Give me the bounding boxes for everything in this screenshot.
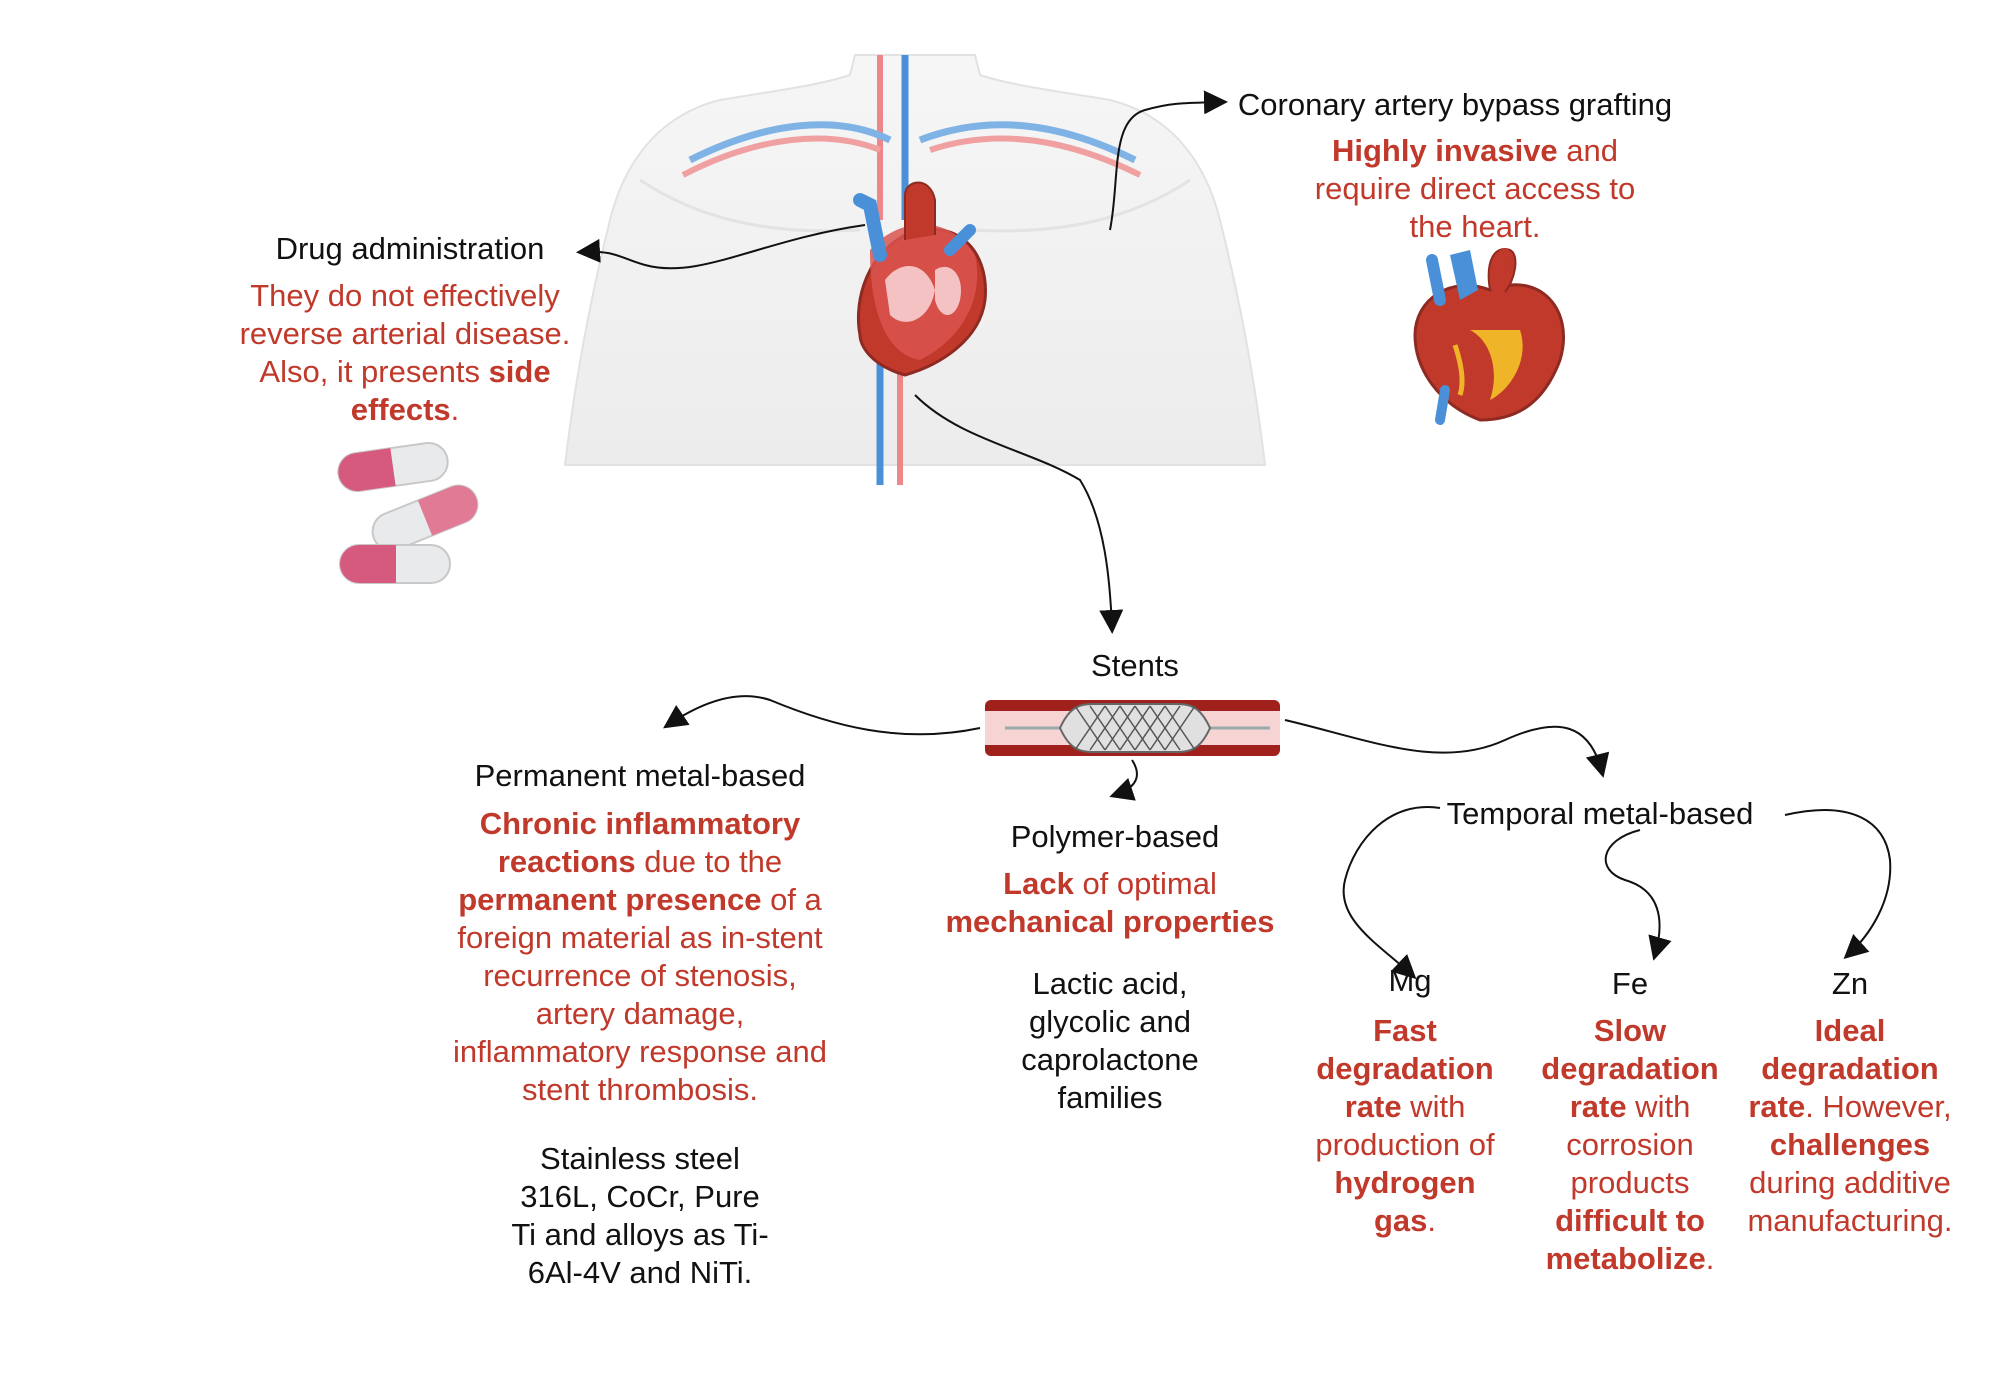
mg-title: Mg [1388, 963, 1432, 998]
arrow-to-polymer [1109, 759, 1138, 801]
zn-desc-bold-2: challenges [1769, 1127, 1931, 1162]
polymer-title: Polymer-based [1010, 819, 1220, 854]
mg-desc-bold-2: hydrogen gas [1334, 1165, 1476, 1238]
drug-desc-text: They do not effectively reverse arterial… [239, 278, 571, 389]
fe-desc-bold-2: difficult to metabolize [1545, 1203, 1706, 1276]
permanent-materials: Stainless steel 316L, CoCr, Pure Ti and … [511, 1141, 769, 1290]
fe-title: Fe [1611, 966, 1649, 1001]
fe-desc-text-1: with corrosion products [1566, 1089, 1694, 1200]
permanent-title: Permanent metal-based [474, 758, 806, 793]
arrow-to-drug [576, 224, 866, 270]
polymer-desc-text: of optimal [1073, 866, 1217, 901]
arrow-to-zn [1784, 809, 1892, 960]
polymer-desc-bold-1: Lack [1003, 866, 1074, 901]
fe-description: Slow degradation rate with corrosion pro… [1530, 1012, 1730, 1278]
permanent-desc-text-1: due to the [635, 844, 783, 879]
drug-title: Drug administration [275, 231, 545, 266]
permanent-desc-text-2: of a foreign material as in-stent recurr… [453, 882, 827, 1107]
mg-description: Fast degradation rate with production of… [1310, 1012, 1500, 1240]
zn-desc-bold-1: Ideal degradation rate [1748, 1013, 1939, 1124]
permanent-desc-bold-1: Chronic inflammatory reactions [479, 806, 801, 879]
polymer-materials: Lactic acid, glycolic and caprolactone f… [1021, 966, 1199, 1115]
zn-desc-text-1: . However, [1805, 1089, 1952, 1124]
polymer-desc-bold-2: mechanical properties [945, 904, 1275, 939]
fe-desc-bold-1: Slow degradation rate [1541, 1013, 1719, 1124]
arrow-to-temporal [1284, 719, 1610, 778]
fe-desc-text-2: . [1705, 1241, 1715, 1276]
mg-desc-bold-1: Fast degradation rate [1316, 1013, 1494, 1124]
cabg-description: Highly invasive and require direct acces… [1290, 132, 1660, 246]
pill-capsule-icon [337, 441, 479, 584]
permanent-desc-bold-2: permanent presence [458, 882, 762, 917]
zn-description: Ideal degradation rate. However, challen… [1735, 1012, 1965, 1240]
polymer-description: Lack of optimal mechanical properties [930, 865, 1290, 941]
cabg-desc-bold: Highly invasive [1331, 133, 1558, 168]
zn-title: Zn [1831, 966, 1869, 1001]
stents-title: Stents [1091, 648, 1179, 683]
stent-in-artery-icon [985, 700, 1280, 756]
drug-desc-bold: side effects [350, 354, 551, 427]
heart-icon [1413, 248, 1565, 425]
permanent-description: Chronic inflammatory reactions due to th… [450, 805, 830, 1109]
arrow-to-fe [1604, 829, 1672, 961]
arrow-to-cabg [1109, 90, 1228, 231]
arrow-to-stents [914, 394, 1124, 634]
cabg-title: Coronary artery bypass grafting [1237, 87, 1673, 122]
torso-with-heart-icon [563, 54, 1267, 485]
arrow-to-mg [1342, 805, 1441, 980]
mg-desc-text-2: . [1427, 1203, 1437, 1238]
drug-description: They do not effectively reverse arterial… [210, 277, 600, 429]
drug-desc-end: . [450, 392, 460, 427]
temporal-title: Temporal metal-based [1446, 796, 1754, 831]
cabg-desc-text: and require direct access to the heart. [1314, 133, 1636, 244]
arrow-to-permanent [663, 695, 981, 736]
zn-desc-text-2: during additive manufacturing. [1747, 1165, 1953, 1238]
mg-desc-text-1: with production of [1315, 1089, 1495, 1162]
